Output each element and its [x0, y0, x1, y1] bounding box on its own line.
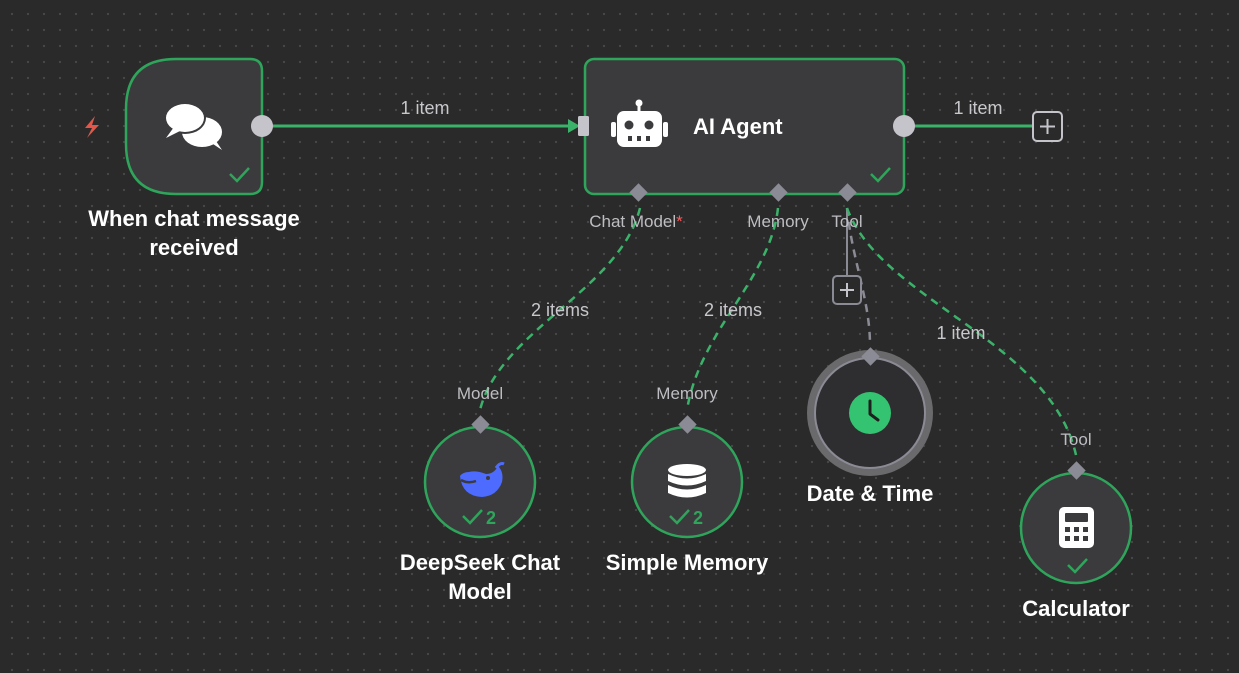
- agent-output-handle[interactable]: [893, 115, 915, 137]
- checkmark-icon: [870, 167, 891, 183]
- checkmark-icon: [462, 509, 483, 525]
- lightning-icon: [85, 116, 99, 138]
- node-calculator[interactable]: Tool: [1019, 430, 1133, 585]
- connector-chat-model[interactable]: [629, 183, 648, 202]
- robot-icon: [611, 99, 668, 147]
- datetime-output-connector[interactable]: [861, 347, 880, 366]
- connector-label-memory: Memory: [747, 212, 809, 231]
- connector-label-memory-node: Memory: [656, 384, 718, 403]
- memory-output-connector[interactable]: [678, 415, 697, 434]
- edge-label-chat-model: 2 items: [531, 300, 589, 320]
- run-count-badge: 2: [693, 508, 703, 528]
- edge-label-trigger-to-agent: 1 item: [400, 98, 449, 118]
- deepseek-output-connector[interactable]: [471, 415, 490, 434]
- chat-bubbles-icon: [164, 102, 222, 150]
- memory-node-label: Simple Memory: [605, 550, 769, 575]
- trigger-node-label: When chat message received: [88, 206, 300, 260]
- clock-icon: [849, 392, 891, 434]
- node-date-time[interactable]: [807, 347, 933, 476]
- plus-icon: [840, 283, 854, 297]
- checkmark-icon: [669, 509, 690, 525]
- calculator-output-connector[interactable]: [1067, 461, 1086, 480]
- node-simple-memory[interactable]: Memory 2: [630, 384, 744, 539]
- calculator-node-label: Calculator: [1022, 596, 1130, 621]
- edge-label-calculator: 1 item: [936, 323, 985, 343]
- plus-icon: [1040, 119, 1055, 134]
- database-icon: [668, 464, 706, 498]
- connector-label-tool-node: Tool: [1060, 430, 1091, 449]
- run-count-badge: 2: [486, 508, 496, 528]
- deepseek-whale-icon: [460, 462, 505, 497]
- connector-memory[interactable]: [769, 183, 788, 202]
- agent-add-node-button[interactable]: [1032, 111, 1063, 142]
- checkmark-icon: [1067, 558, 1088, 574]
- edge-label-memory: 2 items: [704, 300, 762, 320]
- checkmark-icon: [229, 167, 250, 183]
- connector-label-tool: Tool: [831, 212, 862, 231]
- edge-arrow-head: [568, 119, 580, 133]
- calculator-icon: [1059, 507, 1094, 548]
- agent-input-handle[interactable]: [578, 116, 589, 136]
- deepseek-node-label: DeepSeek Chat Model: [399, 550, 561, 604]
- node-trigger[interactable]: [85, 57, 273, 196]
- connector-tool[interactable]: [838, 183, 857, 202]
- connector-label-chat-model: Chat Model*: [589, 212, 683, 231]
- edge-label-agent-output: 1 item: [953, 98, 1002, 118]
- edge-chat-model[interactable]: [478, 207, 642, 411]
- datetime-node-label: Date & Time: [806, 481, 934, 506]
- edge-calculator[interactable]: [845, 207, 1078, 456]
- tool-add-button[interactable]: [832, 275, 862, 305]
- trigger-output-handle[interactable]: [251, 115, 273, 137]
- node-deepseek-chat-model[interactable]: Model 2: [423, 384, 537, 539]
- node-ai-agent[interactable]: AI Agent Chat Model* Memory Tool: [578, 57, 915, 231]
- connector-label-model: Model: [457, 384, 503, 403]
- agent-node-title: AI Agent: [693, 114, 783, 139]
